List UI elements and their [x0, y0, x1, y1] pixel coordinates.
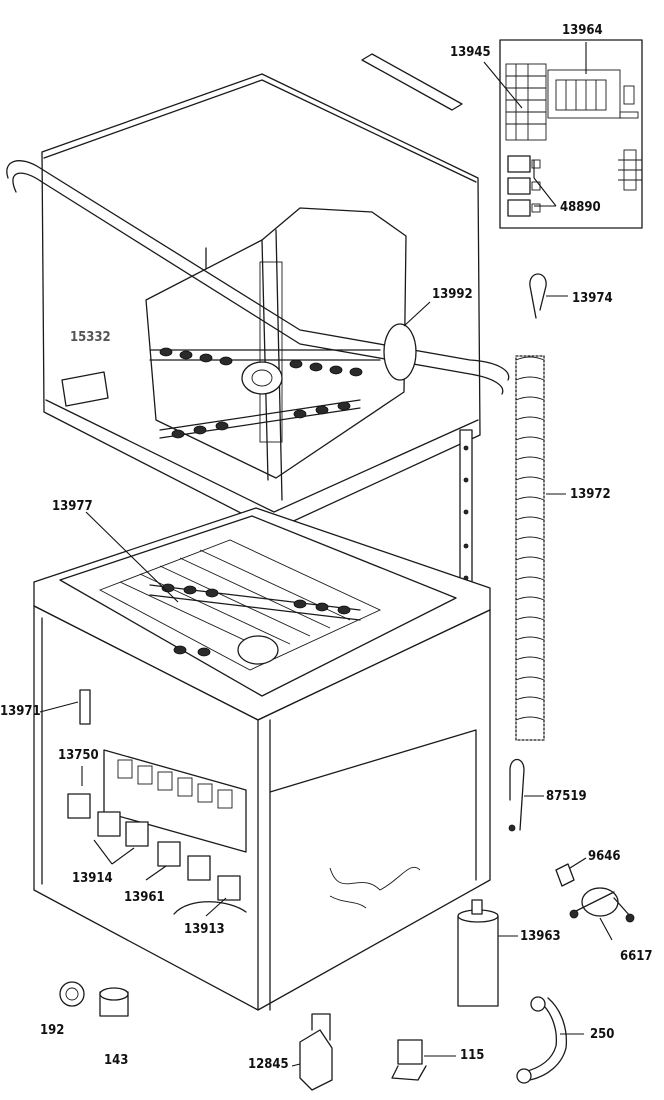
label-192: 192	[40, 1023, 65, 1038]
control-board-inset	[499, 39, 643, 229]
loose-parts	[59, 863, 635, 1091]
label-13963: 13963	[520, 929, 561, 944]
label-13914: 13914	[72, 871, 113, 886]
label-13964: 13964	[562, 23, 603, 38]
label-13750: 13750	[58, 748, 99, 763]
leader-lines	[39, 42, 613, 1067]
label-13913: 13913	[184, 922, 225, 937]
hood	[6, 73, 510, 591]
label-15332: 15332	[70, 330, 111, 345]
cabinet	[33, 605, 491, 1011]
heating-element	[508, 273, 547, 832]
label-9646: 9646	[588, 849, 621, 864]
label-250: 250	[590, 1027, 615, 1042]
label-13992: 13992	[432, 287, 473, 302]
label-13961: 13961	[124, 890, 165, 905]
label-13974: 13974	[572, 291, 613, 306]
label-13977: 13977	[52, 499, 93, 514]
label-13971: 13971	[0, 704, 41, 719]
label-115: 115	[460, 1048, 485, 1063]
label-12845: 12845	[248, 1057, 289, 1072]
label-87519: 87519	[546, 789, 587, 804]
label-13945: 13945	[450, 45, 491, 60]
label-13972: 13972	[570, 487, 611, 502]
gasket-strip	[361, 53, 463, 111]
label-6617: 6617	[620, 949, 653, 964]
label-143: 143	[104, 1053, 129, 1068]
label-48890: 48890	[560, 200, 601, 215]
